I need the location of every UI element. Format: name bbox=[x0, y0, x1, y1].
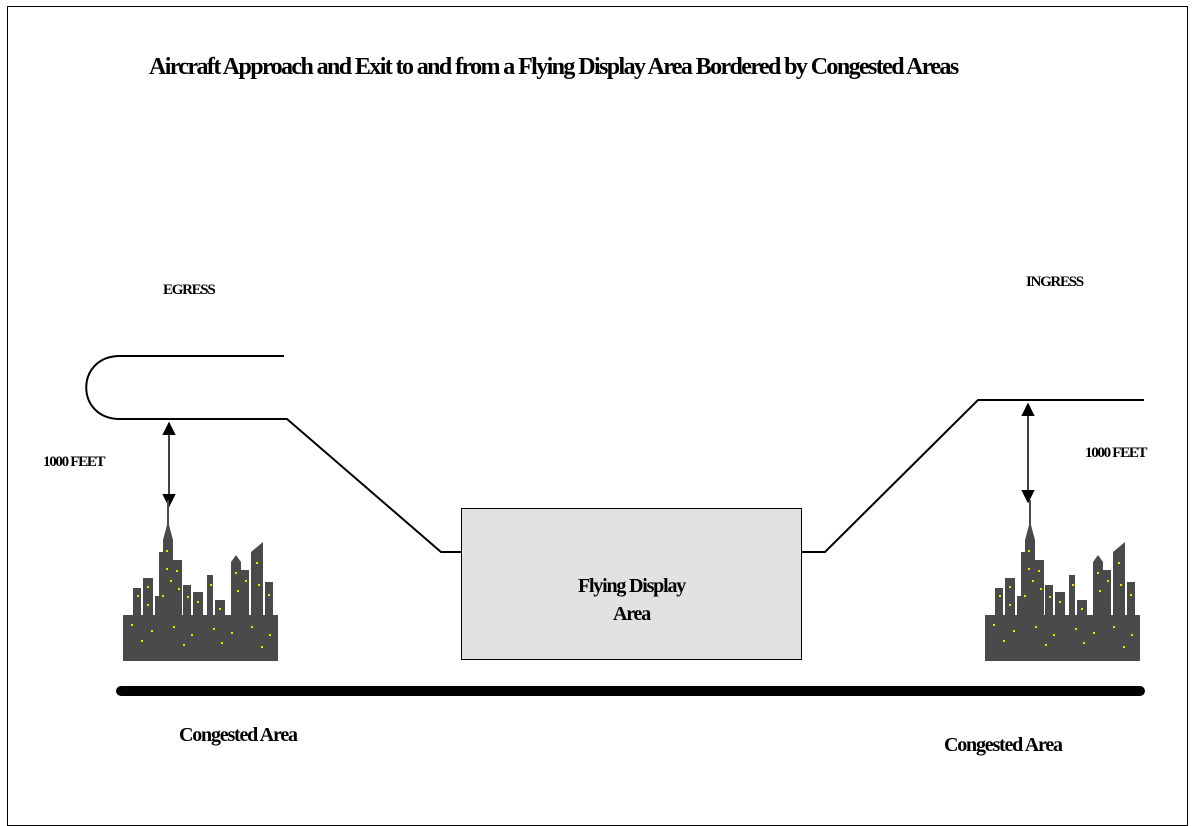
altitude-label-left: 1000 FEET bbox=[43, 454, 106, 470]
egress-flight-path bbox=[85, 355, 600, 553]
city-skyline-icon bbox=[123, 500, 278, 661]
city-skyline-icon bbox=[985, 500, 1140, 661]
egress-label: EGRESS bbox=[163, 282, 216, 298]
display-area-label-line2: Area bbox=[612, 603, 651, 625]
ingress-label: INGRESS bbox=[1026, 274, 1084, 290]
congested-area-label-left: Congested Area bbox=[179, 724, 298, 746]
altitude-label-right: 1000 FEET bbox=[1085, 445, 1148, 461]
flying-display-area: Flying Display Area bbox=[461, 508, 802, 660]
display-area-label-line1: Flying Display bbox=[577, 575, 686, 597]
congested-area-label-right: Congested Area bbox=[944, 734, 1063, 756]
diagram-title: Aircraft Approach and Exit to and from a… bbox=[149, 54, 959, 80]
